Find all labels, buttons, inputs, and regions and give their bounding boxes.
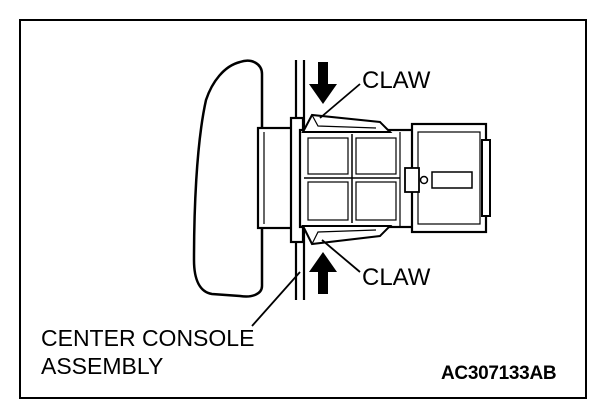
- arrow-down-icon: [309, 62, 337, 104]
- claw-top-leader: [319, 83, 361, 119]
- console-leader: [251, 271, 301, 327]
- claw-label-bottom: CLAW: [362, 264, 431, 291]
- connector-pin: [419, 175, 429, 185]
- switch-knob: [192, 59, 264, 298]
- connector-latch: [404, 167, 420, 193]
- claw-label-top: CLAW: [362, 67, 431, 94]
- assembly-label: ASSEMBLY: [41, 353, 164, 379]
- connector-housing: [410, 122, 488, 234]
- claw-bottom-leader: [321, 239, 361, 273]
- connector-tab: [481, 139, 491, 217]
- arrow-up-icon: [309, 252, 337, 294]
- center-console-label: CENTER CONSOLE: [41, 325, 255, 351]
- frame-border: [19, 19, 587, 399]
- switch-neck: [256, 126, 294, 230]
- figure-code: AC307133AB: [441, 363, 557, 384]
- connector-slot: [431, 171, 473, 189]
